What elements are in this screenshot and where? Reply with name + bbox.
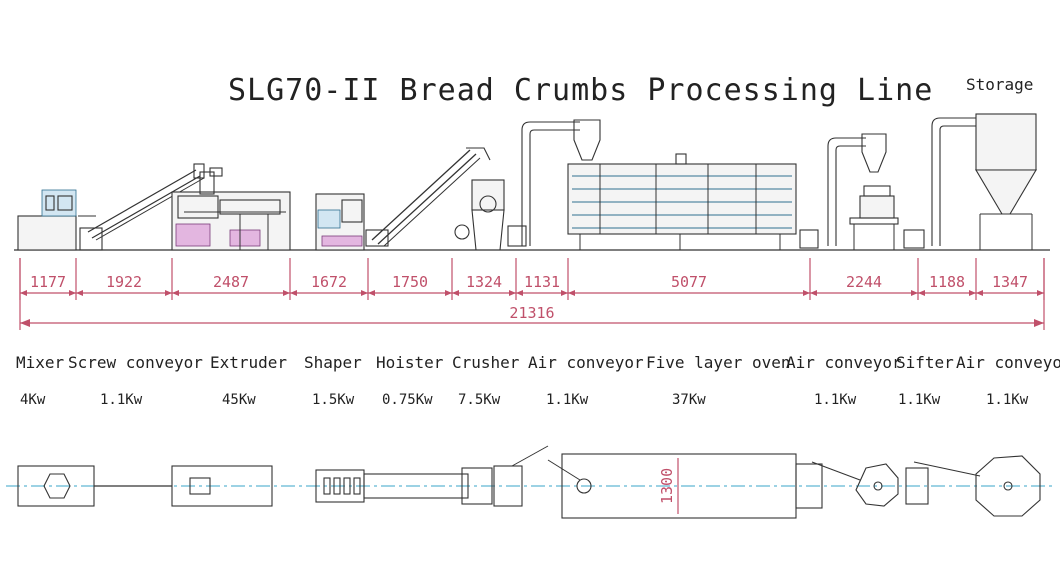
equipment-label: Air conveyor bbox=[528, 353, 644, 372]
equipment-power: 1.1Kw bbox=[814, 392, 857, 408]
dimension-arrow bbox=[165, 290, 172, 296]
segment-dimension: 1672 bbox=[311, 273, 347, 291]
dimension-arrow bbox=[283, 290, 290, 296]
shaper-hoister-plan bbox=[315, 467, 493, 505]
equipment-power: 4Kw bbox=[20, 392, 46, 408]
dimension-arrow bbox=[918, 290, 925, 296]
mixer-elevation bbox=[17, 189, 96, 251]
segment-dimension: 2244 bbox=[846, 273, 882, 291]
five-layer-oven-elevation bbox=[567, 153, 819, 250]
equipment-power: 7.5Kw bbox=[458, 392, 501, 408]
equipment-label: Air conveyor bbox=[786, 353, 902, 372]
equipment-label: Hoister bbox=[376, 353, 444, 372]
dimension-arrow bbox=[290, 290, 297, 296]
diagram-title: SLG70-II Bread Crumbs Processing Line bbox=[228, 73, 933, 108]
shaper-elevation bbox=[315, 193, 365, 251]
segment-dimension: 1324 bbox=[466, 273, 502, 291]
dimension-arrow bbox=[69, 290, 76, 296]
segment-dimension: 1750 bbox=[392, 273, 428, 291]
equipment-power: 45Kw bbox=[222, 392, 256, 408]
storage-plan bbox=[913, 455, 1041, 517]
equipment-label: Sifter bbox=[896, 353, 954, 372]
dimension-arrow bbox=[445, 290, 452, 296]
storage-silo-elevation bbox=[931, 113, 1037, 250]
dimension-arrow bbox=[911, 290, 918, 296]
segment-dimension: 1188 bbox=[929, 273, 965, 291]
dimension-arrow bbox=[76, 290, 83, 296]
dimension-arrow bbox=[969, 290, 976, 296]
dimension-arrow bbox=[509, 290, 516, 296]
total-arrow-left bbox=[20, 319, 30, 327]
dimension-arrow bbox=[172, 290, 179, 296]
total-length: 21316 bbox=[509, 304, 554, 322]
equipment-label: Screw conveyor bbox=[68, 353, 203, 372]
equipment-power: 1.5Kw bbox=[312, 392, 355, 408]
equipment-power: 0.75Kw bbox=[382, 392, 433, 408]
equipment-power: 37Kw bbox=[672, 392, 706, 408]
dimension-arrow bbox=[452, 290, 459, 296]
dimension-arrow bbox=[516, 290, 523, 296]
equipment-power: 1.1Kw bbox=[546, 392, 589, 408]
equipment-power: 1.1Kw bbox=[986, 392, 1029, 408]
equipment-label: Five layer oven bbox=[646, 353, 791, 372]
sifter-plan bbox=[811, 461, 929, 507]
equipment-label: Crusher bbox=[452, 353, 520, 372]
air-conveyor-2-elevation bbox=[827, 133, 887, 246]
segment-dimension: 1177 bbox=[30, 273, 66, 291]
segment-dimension: 5077 bbox=[671, 273, 707, 291]
equipment-label: Extruder bbox=[210, 353, 287, 372]
dimension-arrow bbox=[810, 290, 817, 296]
oven-plan bbox=[547, 453, 823, 519]
dimension-arrow bbox=[568, 290, 575, 296]
dimension-arrow bbox=[976, 290, 983, 296]
oven-width: 1300 bbox=[658, 468, 676, 504]
storage-label: Storage bbox=[966, 75, 1033, 94]
equipment-power: 1.1Kw bbox=[898, 392, 941, 408]
dimension-arrow bbox=[361, 290, 368, 296]
segment-dimension: 1347 bbox=[992, 273, 1028, 291]
crusher-plan bbox=[493, 445, 549, 507]
dimension-arrow bbox=[1037, 290, 1044, 296]
air-conveyor-1-elevation bbox=[521, 119, 601, 246]
dimension-arrow bbox=[803, 290, 810, 296]
segment-dimension: 2487 bbox=[213, 273, 249, 291]
crusher-elevation bbox=[454, 179, 527, 251]
equipment-label: Air conveyor bbox=[956, 353, 1060, 372]
dimension-arrow bbox=[20, 290, 27, 296]
extruder-plan bbox=[94, 465, 273, 507]
equipment-power: 1.1Kw bbox=[100, 392, 143, 408]
hoister-elevation bbox=[365, 147, 491, 247]
dimension-arrow bbox=[561, 290, 568, 296]
total-arrow-right bbox=[1034, 319, 1044, 327]
sifter-elevation bbox=[849, 185, 925, 250]
segment-dimension: 1922 bbox=[106, 273, 142, 291]
segment-dimension: 1131 bbox=[524, 273, 560, 291]
screw-conveyor-elevation bbox=[79, 163, 205, 251]
equipment-label: Mixer bbox=[16, 353, 65, 372]
equipment-label: Shaper bbox=[304, 353, 362, 372]
dimension-arrow bbox=[368, 290, 375, 296]
extruder-elevation bbox=[171, 167, 291, 251]
